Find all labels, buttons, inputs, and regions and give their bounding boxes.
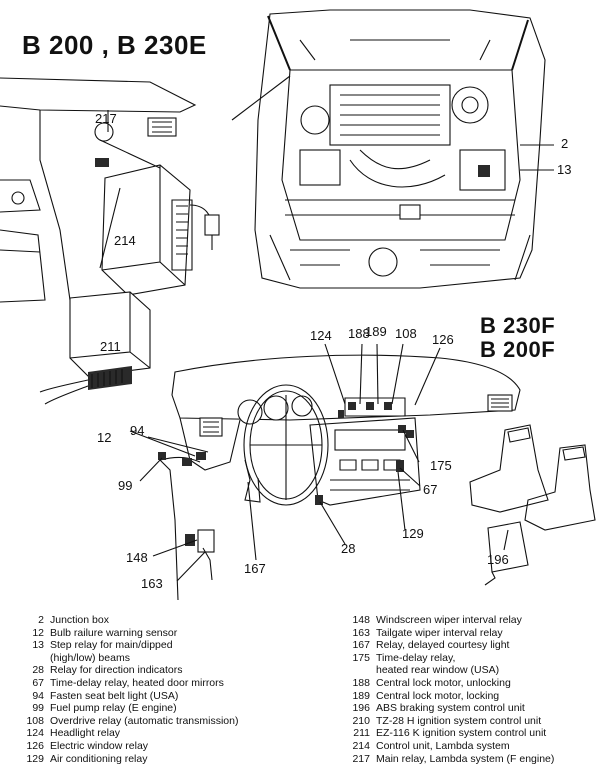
callout-2: 2 — [561, 136, 568, 151]
callout-124: 124 — [310, 328, 332, 343]
dashboard-interior-illustration — [158, 354, 521, 601]
leader-217 — [99, 110, 161, 169]
callout-129: 129 — [402, 526, 424, 541]
callout-189: 189 — [365, 324, 387, 339]
heading-b200-b230e: B 200 , B 230E — [22, 30, 207, 60]
callout-175: 175 — [430, 458, 452, 473]
callout-94: 94 — [130, 423, 144, 438]
legend-item: heated rear window (USA) — [376, 664, 500, 677]
leader-211 — [99, 187, 121, 269]
control-unit-211 — [39, 291, 151, 405]
dashboard-corner-illustration — [0, 77, 197, 303]
engine-bay-illustration — [254, 9, 546, 289]
seats-illustration — [469, 424, 596, 586]
callout-labels: 2 13 217 214 211 124 188 189 108 126 94 … — [95, 111, 571, 591]
callout-148: 148 — [126, 550, 148, 565]
callout-108: 108 — [395, 326, 417, 341]
callout-196: 196 — [487, 552, 509, 567]
callout-67: 67 — [423, 482, 437, 497]
leader-lines-lower — [129, 343, 509, 582]
callout-13: 13 — [557, 162, 571, 177]
callout-217: 217 — [95, 111, 117, 126]
callout-167: 167 — [244, 561, 266, 576]
callout-12: 12 — [97, 430, 111, 445]
legend-item: (high/low) beams — [50, 651, 130, 664]
callout-188: 188 — [348, 326, 370, 341]
callout-28: 28 — [341, 541, 355, 556]
control-unit-214 — [101, 164, 220, 296]
callout-211: 211 — [100, 339, 121, 354]
heading-b230f: B 230F — [480, 313, 556, 338]
callout-214: 214 — [114, 233, 136, 248]
heading-b200f: B 200F — [480, 337, 556, 362]
leader-214-engine — [231, 75, 291, 121]
callout-163: 163 — [141, 576, 163, 591]
callout-99: 99 — [118, 478, 132, 493]
leader-2-13 — [520, 144, 554, 171]
callout-126: 126 — [432, 332, 454, 347]
